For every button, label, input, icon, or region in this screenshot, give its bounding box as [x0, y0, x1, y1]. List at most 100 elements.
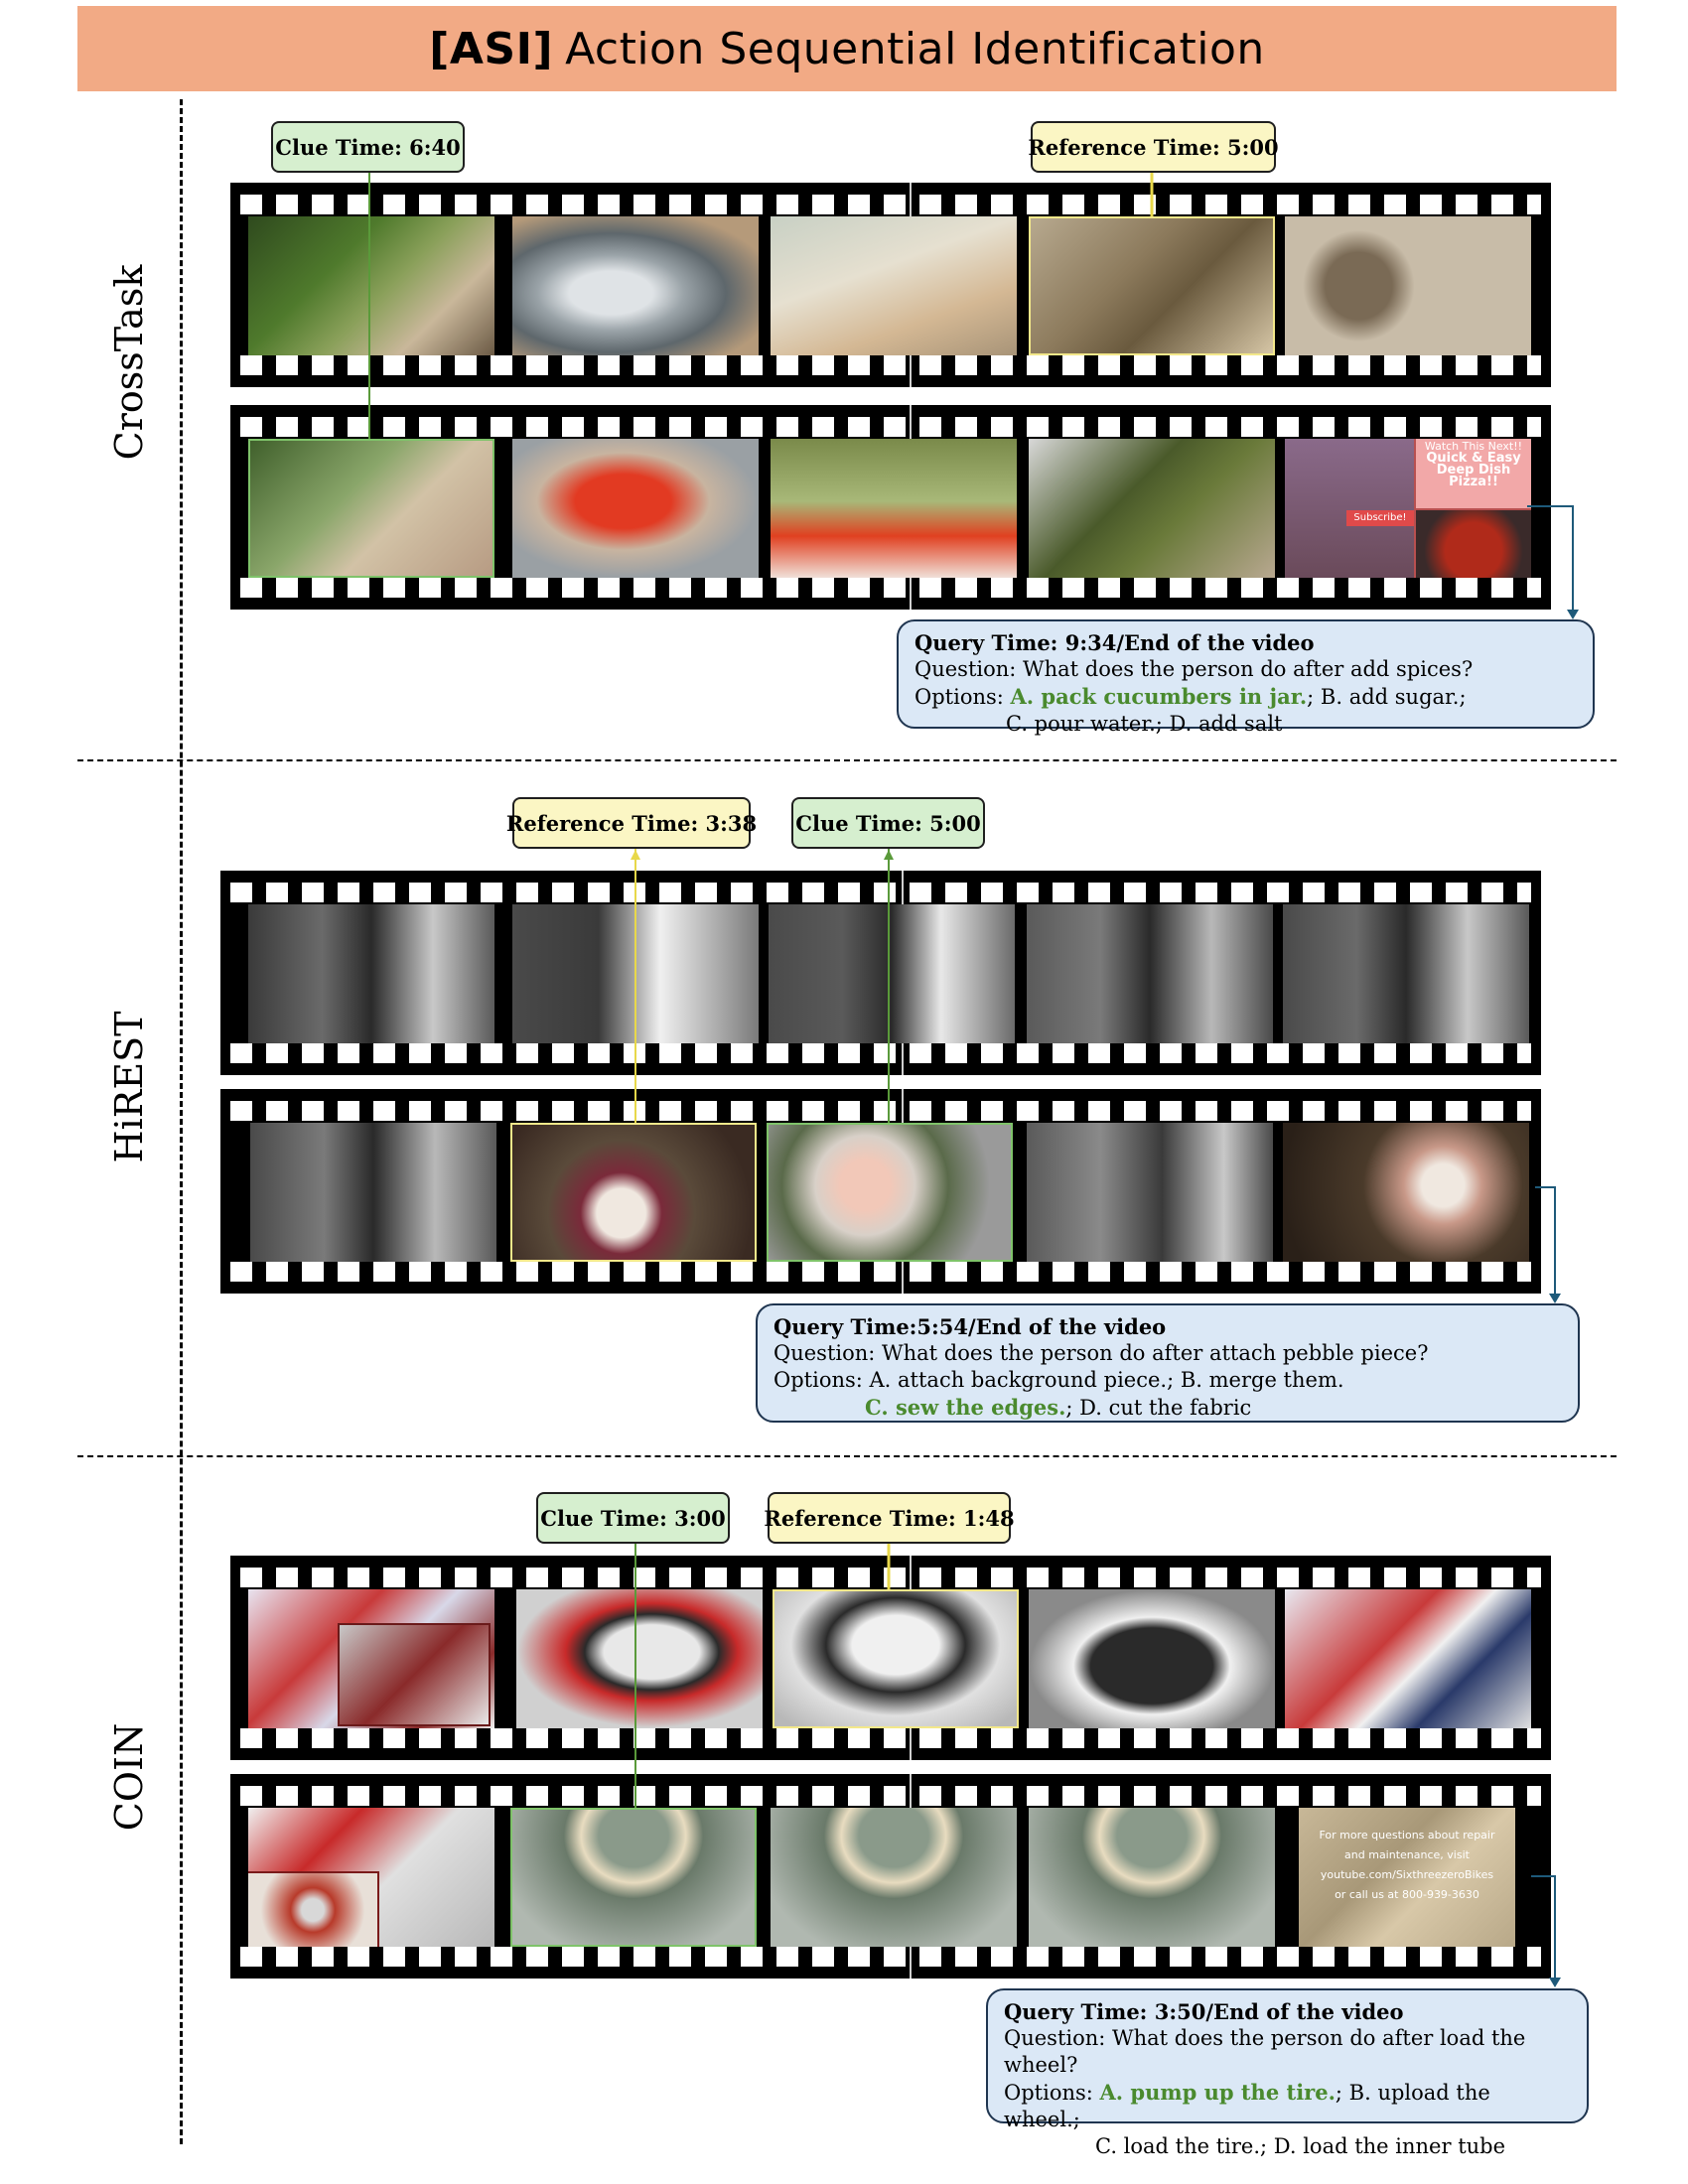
end-screen-text: Pizza!!: [1449, 475, 1498, 489]
frame-filled-jars: [771, 439, 1017, 578]
section-divider-2: [77, 1455, 1617, 1457]
correct-answer: A. pack cucumbers in jar.: [1010, 684, 1308, 709]
subscribe-label: Subscribe!: [1346, 510, 1414, 526]
frame-valve-pump-1: [510, 1808, 757, 1947]
film-holes: [240, 1568, 1541, 1587]
frame-woman-florist-2: [512, 904, 759, 1043]
arrowhead-icon: [1549, 1978, 1561, 1987]
title-tag: [ASI]: [429, 23, 554, 74]
frame-spice-jars: [1285, 216, 1531, 355]
correct-answer: C. sew the edges.: [865, 1395, 1066, 1420]
vertical-divider: [180, 99, 183, 2144]
section-label-hirest: HiREST: [107, 1011, 151, 1163]
frame-valve-pump-3: [1029, 1808, 1275, 1947]
frame-jar-lid: [1029, 439, 1275, 578]
title-text: Action Sequential Identification: [565, 23, 1265, 74]
frame-cucumbers-in-jar: [248, 439, 494, 578]
frame-blurred-end-screen: For more questions about repair and main…: [1299, 1808, 1515, 1947]
query-options-line2: C. pour water.; D. add salt: [1006, 712, 1283, 736]
frame-tire-removal: [516, 1589, 763, 1728]
coin-clue-time: Clue Time: 3:00: [536, 1492, 730, 1544]
options-prefix: Options:: [1004, 2081, 1100, 2105]
hirest-filmstrip-1: [220, 871, 1541, 1075]
query-time: Query Time: 9:34/End of the video: [914, 630, 1315, 655]
coin-filmstrip-1: [230, 1556, 1551, 1760]
frame-woman-florist-3: [769, 904, 1015, 1043]
frame-woman-florist-6: [250, 1123, 496, 1262]
frame-bicycle-brake-inset: [248, 1808, 494, 1947]
query-question: Question: What does the person do after …: [774, 1341, 1429, 1365]
frame-red-funnel: [512, 439, 759, 578]
film-holes: [240, 578, 1541, 598]
crosstask-query-box: Query Time: 9:34/End of the video Questi…: [897, 619, 1595, 736]
film-holes: [240, 195, 1541, 214]
frame-tire-fitting: [773, 1589, 1019, 1728]
film-holes: [240, 355, 1541, 375]
option-text: ; B. upload the wheel.;: [1004, 2081, 1490, 2131]
query-options: Options: A. pump up the tire.; B. upload…: [1004, 2079, 1571, 2133]
film-holes: [230, 1043, 1531, 1063]
arrowhead-icon: [631, 850, 640, 860]
frame-bouquet-closeup: [767, 1123, 1013, 1262]
query-options: Options: A. pack cucumbers in jar.; B. a…: [914, 683, 1577, 711]
query-time: Query Time:5:54/End of the video: [774, 1314, 1167, 1339]
hirest-reference-time: Reference Time: 3:38: [506, 797, 757, 849]
query-question: Question: What does the person do after …: [914, 657, 1474, 681]
title-banner: [ASI] Action Sequential Identification: [77, 6, 1617, 91]
query-time: Query Time: 3:50/End of the video: [1004, 1999, 1404, 2024]
frame-woman-florist-7: [1027, 1123, 1273, 1262]
end-screen-text: For more questions about repair: [1319, 1829, 1495, 1842]
query-question: Question: What does the person do after …: [1004, 2026, 1526, 2077]
crosstask-reference-time: Reference Time: 5:00: [1028, 121, 1279, 173]
correct-answer: A. pump up the tire.: [1099, 2080, 1336, 2105]
coin-reference-time: Reference Time: 1:48: [764, 1492, 1015, 1544]
film-holes: [240, 1728, 1541, 1748]
frame-cucumbers-in-colander: [248, 216, 494, 355]
end-screen-text: Watch This Next!!: [1424, 440, 1523, 453]
end-screen-text: Quick & Easy: [1426, 451, 1521, 466]
film-holes: [230, 1101, 1531, 1121]
inset-image: [248, 1871, 379, 1947]
frame-woman-florist-1: [248, 904, 494, 1043]
frame-garlic-in-jar: [771, 216, 1017, 355]
pizza-thumbnail: [1416, 510, 1531, 578]
film-holes: [230, 883, 1531, 902]
end-screen-text: or call us at 800-939-3630: [1335, 1888, 1479, 1901]
frame-red-bicycle-inset: [248, 1589, 494, 1728]
end-screen-thumbnail: Watch This Next!! Quick & Easy Deep Dish…: [1416, 439, 1531, 508]
frame-woman-florist-5: [1283, 904, 1529, 1043]
film-holes: [240, 1947, 1541, 1967]
end-screen-text: and maintenance, visit: [1344, 1848, 1470, 1861]
frame-man-with-wheel: [1285, 1589, 1531, 1728]
arrowhead-icon: [1567, 610, 1579, 619]
end-screen-text: youtube.com/SixthreezeroBikes: [1320, 1868, 1494, 1881]
hirest-clue-time: Clue Time: 5:00: [791, 797, 985, 849]
query-options-line2: C. load the tire.; D. load the inner tub…: [1095, 2134, 1506, 2158]
inset-image: [338, 1623, 491, 1726]
query-options: Options: A. attach background piece.; B.…: [774, 1368, 1344, 1392]
options-prefix: Options:: [914, 685, 1011, 709]
option-text: ; B. add sugar.;: [1307, 685, 1467, 709]
query-options-line2: C. sew the edges.; D. cut the fabric: [774, 1394, 1562, 1422]
coin-query-box: Query Time: 3:50/End of the video Questi…: [986, 1988, 1589, 2158]
crosstask-filmstrip-1: [230, 183, 1551, 387]
film-holes: [240, 417, 1541, 437]
section-divider-1: [77, 759, 1617, 761]
presenter-area: [1285, 439, 1414, 578]
end-screen-text: Deep Dish: [1436, 463, 1511, 478]
frame-spices-in-jar: [1029, 216, 1275, 355]
frame-valve-pump-2: [771, 1808, 1017, 1947]
frame-bouquet-on-table: [1283, 1123, 1529, 1262]
section-label-coin: COIN: [107, 1722, 151, 1832]
arrowhead-icon: [884, 850, 894, 860]
coin-filmstrip-2: For more questions about repair and main…: [230, 1774, 1551, 1979]
frame-woman-florist-4: [1027, 904, 1273, 1043]
film-holes: [240, 1786, 1541, 1806]
crosstask-filmstrip-2: Watch This Next!! Quick & Easy Deep Dish…: [230, 405, 1551, 610]
frame-bouquet-wrapping: [510, 1123, 757, 1262]
frame-steel-pot: [512, 216, 759, 355]
frame-youtube-end-screen: Watch This Next!! Quick & Easy Deep Dish…: [1285, 439, 1531, 578]
arrowhead-icon: [1549, 1294, 1561, 1303]
hirest-filmstrip-2: [220, 1089, 1541, 1294]
crosstask-clue-time: Clue Time: 6:40: [271, 121, 465, 173]
